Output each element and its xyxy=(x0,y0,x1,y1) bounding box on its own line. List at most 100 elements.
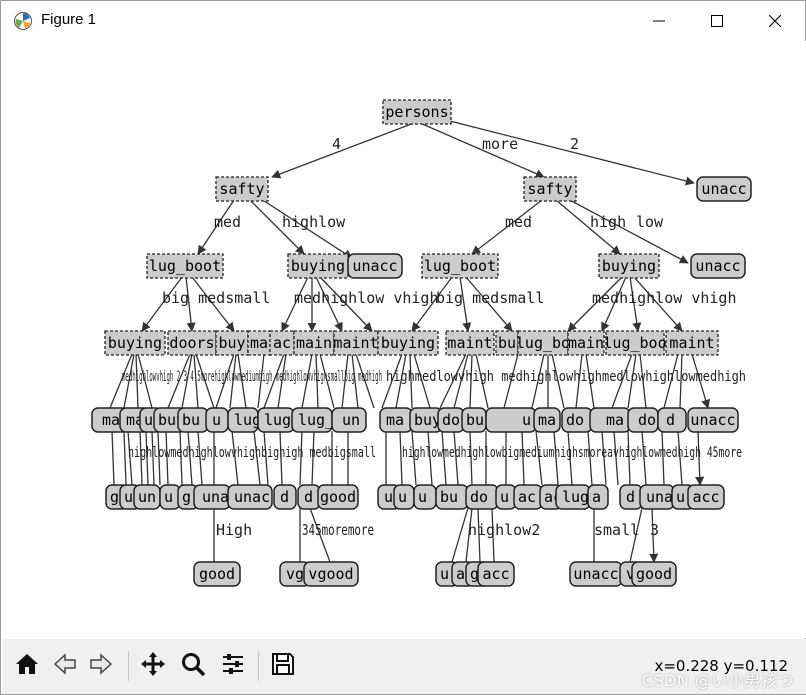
configure-subplots-button[interactable] xyxy=(216,649,250,683)
tree-node: una xyxy=(193,484,231,510)
svg-text:vgood: vgood xyxy=(308,565,353,583)
tree-node: main xyxy=(293,330,335,356)
svg-text:u: u xyxy=(164,488,173,506)
edge-label: 3 xyxy=(650,521,659,539)
svg-text:unacc: unacc xyxy=(701,180,746,198)
tree-node: unacc xyxy=(347,253,403,279)
svg-text:acc: acc xyxy=(692,488,719,506)
plot-canvas[interactable]: 4 more 2 med highlow med high low big me… xyxy=(2,41,806,638)
save-button[interactable] xyxy=(266,649,300,683)
tree-node: buy xyxy=(215,330,249,356)
svg-text:bu: bu xyxy=(466,411,484,429)
tree-node: unac xyxy=(227,484,273,510)
svg-text:vg: vg xyxy=(286,565,304,583)
svg-text:persons: persons xyxy=(385,103,448,121)
decision-nodes: persons safty safty lug_boot buying xyxy=(104,99,719,356)
svg-text:unacc: unacc xyxy=(690,411,735,429)
tree-node: safty xyxy=(215,176,269,202)
maximize-button[interactable] xyxy=(688,1,746,41)
level5-nodes: ma ma u buy bu u lug lug lug_ un ma buy … xyxy=(91,407,739,433)
leaf-nodes: unacc unacc unacc xyxy=(347,176,752,279)
edge-label: med xyxy=(505,213,532,231)
svg-text:una: una xyxy=(202,488,229,506)
tree-node: u xyxy=(159,484,181,510)
zoom-button[interactable] xyxy=(176,649,210,683)
minimize-button[interactable] xyxy=(630,1,688,41)
tree-node: unacc xyxy=(569,561,623,587)
svg-text:lug: lug xyxy=(234,411,261,429)
tree-node: d xyxy=(619,484,643,510)
tree-node: unacc xyxy=(687,407,739,433)
tree-node: un xyxy=(133,484,161,510)
pan-icon xyxy=(139,650,167,682)
svg-text:u: u xyxy=(522,411,531,429)
tree-node: unacc xyxy=(696,176,752,202)
svg-text:ac: ac xyxy=(518,488,536,506)
svg-text:u: u xyxy=(384,488,393,506)
tree-node: bu xyxy=(435,484,469,510)
tree-node: u xyxy=(205,407,229,433)
svg-text:lug_boo: lug_boo xyxy=(603,334,666,352)
level6-nodes: g u un u g una unac d d good u u u bu do… xyxy=(105,484,725,510)
svg-text:good: good xyxy=(320,488,356,506)
svg-text:do: do xyxy=(638,411,656,429)
tree-node: do xyxy=(627,407,659,433)
svg-text:u: u xyxy=(676,488,685,506)
edge-label: high xyxy=(590,213,626,231)
tree-node: doors xyxy=(167,330,217,356)
matplotlib-icon xyxy=(13,11,33,31)
close-button[interactable] xyxy=(746,1,804,41)
edge-label: highlow2 xyxy=(468,521,540,539)
svg-text:a: a xyxy=(456,565,465,583)
svg-text:una: una xyxy=(646,488,673,506)
svg-text:ma: ma xyxy=(606,411,624,429)
edge-label: more xyxy=(482,135,518,153)
svg-text:lug_bo: lug_bo xyxy=(516,334,570,352)
tree-node: good xyxy=(317,484,359,510)
tree-node: safty xyxy=(523,176,577,202)
svg-text:lug_: lug_ xyxy=(298,411,335,429)
tree-node: acc xyxy=(687,484,725,510)
tree-node: persons xyxy=(382,99,452,125)
tree-node: lug_bo xyxy=(516,330,570,356)
svg-text:g: g xyxy=(182,488,191,506)
svg-text:d: d xyxy=(626,488,635,506)
edge-label: medhighlow vhigh xyxy=(592,289,737,307)
home-icon xyxy=(14,651,40,681)
tree-node: acc xyxy=(477,561,515,587)
back-button[interactable] xyxy=(48,649,82,683)
tree-node: good xyxy=(631,561,677,587)
tree-node: ma xyxy=(247,330,271,356)
svg-text:lug_boot: lug_boot xyxy=(149,257,221,275)
pan-button[interactable] xyxy=(136,649,170,683)
tree-node: lug xyxy=(555,484,591,510)
forward-button[interactable] xyxy=(84,649,118,683)
edge-label: medhighlow vhigh xyxy=(294,289,439,307)
edge-label: High xyxy=(216,521,252,539)
svg-text:d: d xyxy=(304,488,313,506)
tree-node: lug xyxy=(257,407,295,433)
tree-node: maint xyxy=(665,330,719,356)
svg-text:u: u xyxy=(440,565,449,583)
svg-text:unacc: unacc xyxy=(695,257,740,275)
svg-text:ma: ma xyxy=(386,411,404,429)
tree-node: bu xyxy=(461,407,487,433)
tree-node: maint xyxy=(445,330,495,356)
svg-text:buying: buying xyxy=(602,257,656,275)
save-icon xyxy=(270,651,296,681)
edge-label: med xyxy=(214,213,241,231)
edge-label: low xyxy=(636,213,664,231)
edge-label: medhighlowvhigh 2 3 4 5morehighlowmedium… xyxy=(122,369,382,385)
home-button[interactable] xyxy=(10,649,44,683)
svg-text:lug_boot: lug_boot xyxy=(424,257,496,275)
tree-node: u xyxy=(495,484,517,510)
forward-arrow-icon xyxy=(88,651,114,681)
window-title: Figure 1 xyxy=(41,11,97,28)
svg-text:acc: acc xyxy=(482,565,509,583)
edge-label: 2 xyxy=(570,135,579,153)
svg-text:buying: buying xyxy=(381,334,435,352)
svg-text:safty: safty xyxy=(527,180,572,198)
svg-text:un: un xyxy=(138,488,156,506)
tree-node: u xyxy=(413,484,437,510)
